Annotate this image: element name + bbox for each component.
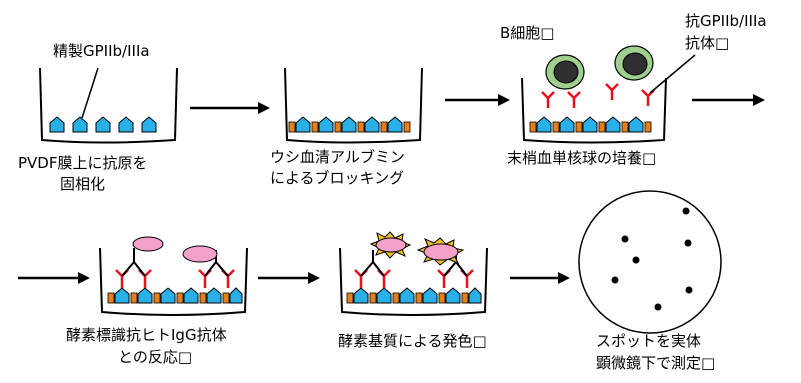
step6-label-line2: 顕微鏡下で測定□ bbox=[596, 354, 715, 372]
step3-label: 末梢血単核球の培養□ bbox=[507, 149, 656, 167]
arrow-5 bbox=[258, 272, 320, 284]
bcell-label: B細胞□ bbox=[500, 24, 554, 42]
step2-well bbox=[284, 67, 423, 144]
b-cell-2 bbox=[614, 45, 654, 81]
step1-label-line2: 固相化 bbox=[60, 175, 105, 193]
bsa-blocks bbox=[288, 121, 411, 133]
arrow-1 bbox=[190, 102, 270, 114]
spots bbox=[611, 207, 693, 311]
antibody-y-shapes bbox=[541, 83, 655, 108]
step4-label-line1: 酵素標識抗ヒトIgG抗体 bbox=[66, 326, 227, 344]
detection-complex-2 bbox=[182, 245, 235, 288]
arrow-3 bbox=[692, 94, 765, 106]
gp-label: 精製GPIIb/IIIa bbox=[53, 42, 150, 60]
b-cell-1 bbox=[545, 54, 585, 90]
antigen-row bbox=[49, 116, 157, 133]
step4-label-line2: との反応□ bbox=[118, 348, 192, 366]
pointer-line bbox=[81, 67, 99, 119]
arrow-2 bbox=[445, 94, 510, 106]
antigen-row bbox=[295, 116, 403, 133]
microscope-field bbox=[578, 190, 722, 334]
step5-label: 酵素基質による発色□ bbox=[338, 332, 487, 350]
step5-well bbox=[339, 231, 488, 316]
color-complex-2 bbox=[416, 237, 474, 288]
step1-well bbox=[39, 67, 178, 144]
color-complex-1 bbox=[354, 231, 412, 288]
arrow-6 bbox=[510, 272, 570, 284]
antibody-pointer-line bbox=[649, 54, 696, 94]
step4-well bbox=[99, 236, 248, 316]
detection-complex-1 bbox=[115, 236, 164, 288]
antibody-label-line1: 抗GPIIb/IIIa bbox=[685, 12, 767, 30]
step6-label-line1: スポットを実体 bbox=[596, 332, 701, 350]
step1-label-line1: PVDF膜上に抗原を bbox=[18, 154, 148, 172]
step2-label-line1: ウシ血清アルブミン bbox=[270, 148, 405, 166]
step2-label-line2: によるブロッキング bbox=[270, 169, 404, 187]
antibody-label-line2: 抗体□ bbox=[685, 34, 729, 52]
arrow-4 bbox=[18, 272, 90, 284]
step3-well bbox=[521, 45, 696, 144]
